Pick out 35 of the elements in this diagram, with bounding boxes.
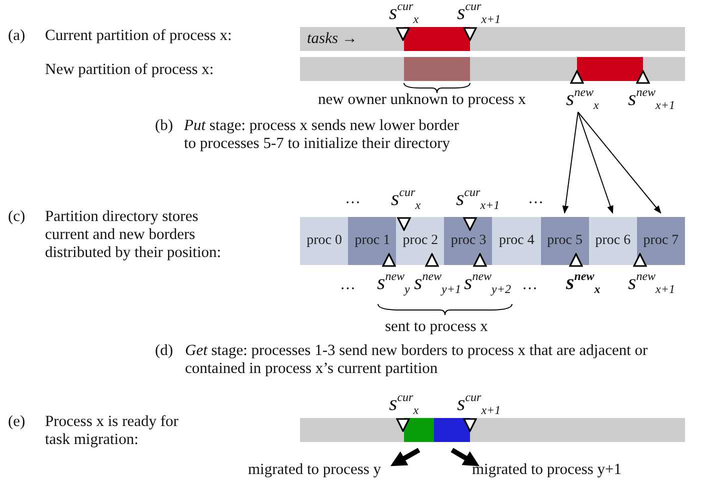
process-cell: proc 1 [348, 217, 397, 265]
label-text: Current partition of process x: [45, 27, 232, 45]
label-text: … [340, 276, 356, 294]
arrow [390, 448, 420, 466]
label-text: (b) [155, 117, 174, 135]
label-text: … [522, 276, 538, 294]
process-cell: proc 7 [636, 217, 686, 265]
arrow [450, 448, 480, 466]
label-text: (a) [8, 27, 26, 45]
arrow [578, 112, 662, 214]
label-text: Get stage: processes 1-3 send new borders to process x that are adjacent or contained in process x’s current partition [185, 342, 649, 378]
label-text: New partition of process x: [45, 61, 214, 79]
arrow [562, 112, 578, 214]
migrated-segment [404, 418, 434, 442]
migration-label: migrated to process y [248, 461, 382, 479]
label-text: … [345, 190, 360, 208]
process-cell: proc 6 [588, 217, 638, 265]
label-text: (c) [8, 208, 26, 226]
process-cell: proc 4 [492, 217, 541, 265]
process-cell: proc 2 [396, 217, 445, 265]
process-cell: proc 5 [540, 217, 590, 265]
migrated-segment [434, 418, 470, 442]
label-text: … [528, 190, 544, 208]
process-cell: proc 3 [444, 217, 493, 265]
process-cell: proc 0 [300, 217, 349, 265]
arrow [578, 112, 614, 214]
label-text: tasks → [307, 30, 358, 48]
label-text: (d) [155, 342, 174, 360]
label-text: Partition directory stores current and new borders distributed by their position: [45, 208, 222, 262]
label-text: new owner unknown to process x [318, 91, 526, 109]
label-text: Put stage: process x sends new lower border to processes 5-7 to initialize their directory [184, 117, 460, 153]
migration-label: migrated to process y+1 [472, 461, 622, 479]
label-text: (e) [8, 413, 26, 431]
label-text: Process x is ready for task migration: [45, 413, 180, 449]
label-text: sent to process x [385, 318, 488, 336]
